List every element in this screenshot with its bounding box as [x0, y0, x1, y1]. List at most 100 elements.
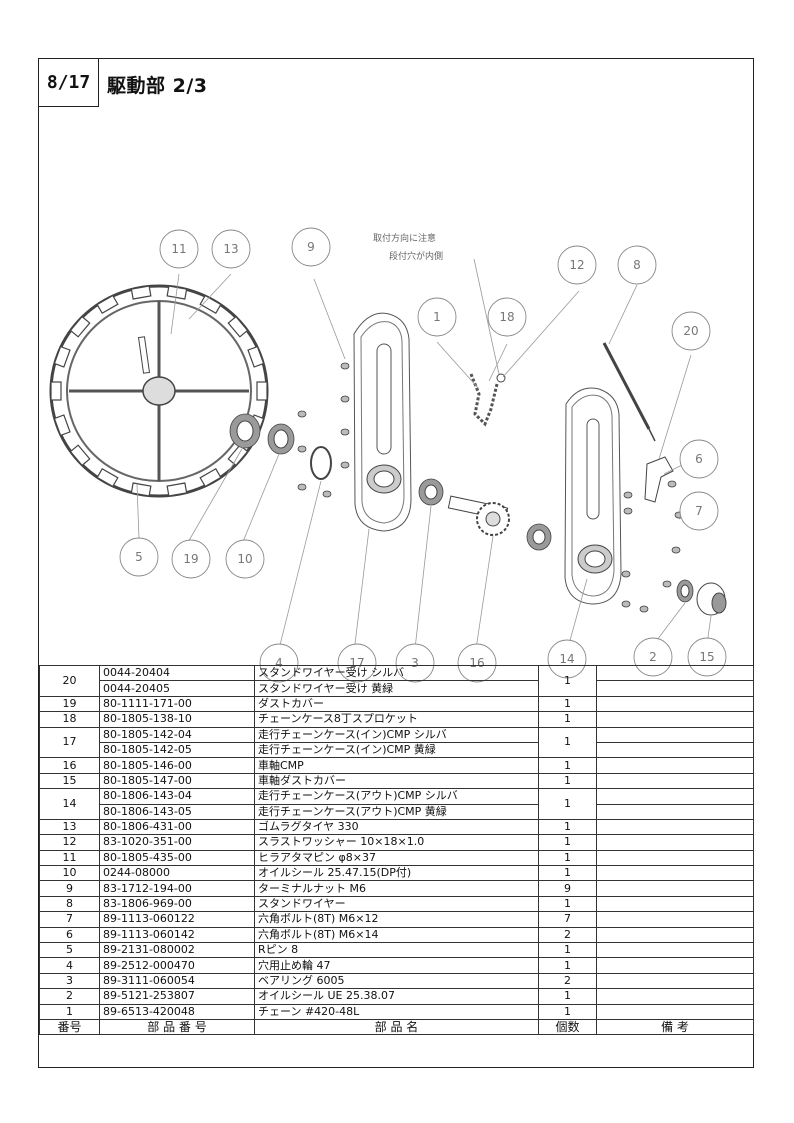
part-number: 89-6513-420048	[99, 1003, 255, 1020]
part-name: スタンドワイヤー受け 黄緑	[254, 680, 539, 697]
tire-lug	[130, 285, 152, 300]
callout-6: 6	[679, 439, 719, 479]
callout-11: 11	[159, 229, 199, 269]
remarks-cell	[596, 926, 754, 944]
callout-10: 10	[225, 539, 265, 579]
quantity: 1	[538, 834, 597, 851]
rubber-lug-tire	[49, 284, 269, 498]
part-number: 80-1806-431-00	[99, 818, 255, 836]
remarks-cell	[596, 972, 754, 990]
callout-5: 5	[119, 537, 159, 577]
callout-label: 7	[695, 504, 703, 518]
tire-lug	[199, 294, 222, 315]
item-number: 3	[39, 972, 100, 990]
tire-lug	[227, 315, 249, 338]
header-part-number: 部 品 番 号	[99, 1018, 255, 1036]
part-number: 80-1806-143-05	[99, 803, 255, 820]
part-name: 走行チェーンケース(イン)CMP シルバ	[254, 726, 539, 743]
item-number: 15	[39, 772, 100, 790]
quantity: 1	[538, 988, 597, 1005]
remarks-cell	[596, 772, 754, 790]
part-name: ターミナルナット M6	[254, 880, 539, 897]
callout-label: 12	[569, 258, 584, 272]
item-number: 2	[39, 988, 100, 1005]
chain-case-outer	[564, 387, 622, 605]
part-name: ゴムラグタイヤ 330	[254, 818, 539, 836]
remarks-cell	[596, 664, 754, 682]
part-name: 六角ボルト(8T) M6×14	[254, 926, 539, 944]
callout-20: 20	[671, 311, 711, 351]
quantity: 9	[538, 880, 597, 897]
tire-lug	[53, 345, 71, 368]
quantity: 1	[538, 788, 597, 820]
callout-label: 5	[135, 550, 143, 564]
callout-label: 14	[559, 652, 574, 666]
part-number: 83-1806-969-00	[99, 895, 255, 913]
item-number: 6	[39, 926, 100, 944]
part-name: 走行チェーンケース(アウト)CMP 黄緑	[254, 803, 539, 820]
axle-assembly	[447, 495, 552, 551]
item-number: 1	[39, 1003, 100, 1020]
remarks-cell	[596, 726, 754, 743]
part-name: スラストワッシャー 10×18×1.0	[254, 834, 539, 851]
page-number: 8/17	[39, 59, 99, 107]
quantity: 1	[538, 665, 597, 697]
part-name: 走行チェーンケース(イン)CMP 黄緑	[254, 741, 539, 759]
item-number: 13	[39, 818, 100, 836]
part-number: 80-1805-142-04	[99, 726, 255, 743]
item-number: 5	[39, 942, 100, 959]
item-number: 7	[39, 911, 100, 928]
quantity: 1	[538, 865, 597, 882]
part-name: 六角ボルト(8T) M6×12	[254, 911, 539, 928]
callout-13: 13	[211, 229, 251, 269]
tire-lug	[96, 467, 119, 488]
part-name: Rピン 8	[254, 942, 539, 959]
part-name: ベアリング 6005	[254, 972, 539, 990]
tire-lug	[69, 444, 91, 467]
callout-label: 4	[275, 656, 283, 670]
part-number: 89-2512-000470	[99, 957, 255, 974]
remarks-cell	[596, 988, 754, 1005]
remarks-cell	[596, 818, 754, 836]
remarks-cell	[596, 741, 754, 759]
header-part-name: 部 品 名	[254, 1018, 539, 1036]
callout-label: 11	[171, 242, 186, 256]
remarks-cell	[596, 911, 754, 928]
quantity: 1	[538, 895, 597, 913]
quantity: 1	[538, 772, 597, 790]
part-name: チェーンケース8丁スプロケット	[254, 711, 539, 728]
part-name: ヒラアタマピン φ8×37	[254, 849, 539, 867]
callout-1: 1	[417, 297, 457, 337]
item-number: 20	[39, 665, 100, 697]
part-name: オイルシール 25.47.15(DP付)	[254, 865, 539, 882]
mounting-note-line2: 段付穴が内側	[389, 250, 443, 262]
item-number: 19	[39, 695, 100, 713]
part-name: チェーン #420-48L	[254, 1003, 539, 1020]
part-number: 0244-08000	[99, 865, 255, 882]
callout-19: 19	[171, 539, 211, 579]
quantity: 1	[538, 1003, 597, 1020]
callout-12: 12	[557, 245, 597, 285]
callout-7: 7	[679, 491, 719, 531]
callout-18: 18	[487, 297, 527, 337]
part-number: 80-1805-142-05	[99, 741, 255, 759]
part-number: 83-1712-194-00	[99, 880, 255, 897]
part-number: 80-1805-435-00	[99, 849, 255, 867]
callout-label: 2	[649, 650, 657, 664]
part-number: 80-1806-143-04	[99, 788, 255, 805]
quantity: 1	[538, 726, 597, 759]
part-number: 83-1020-351-00	[99, 834, 255, 851]
header-number: 番号	[39, 1018, 100, 1036]
part-name: スタンドワイヤー受け シルバ	[254, 664, 539, 682]
callout-label: 9	[307, 240, 315, 254]
item-number: 12	[39, 834, 100, 851]
tire-lug	[50, 381, 62, 401]
quantity: 1	[538, 695, 597, 713]
tire-lug	[96, 294, 119, 315]
